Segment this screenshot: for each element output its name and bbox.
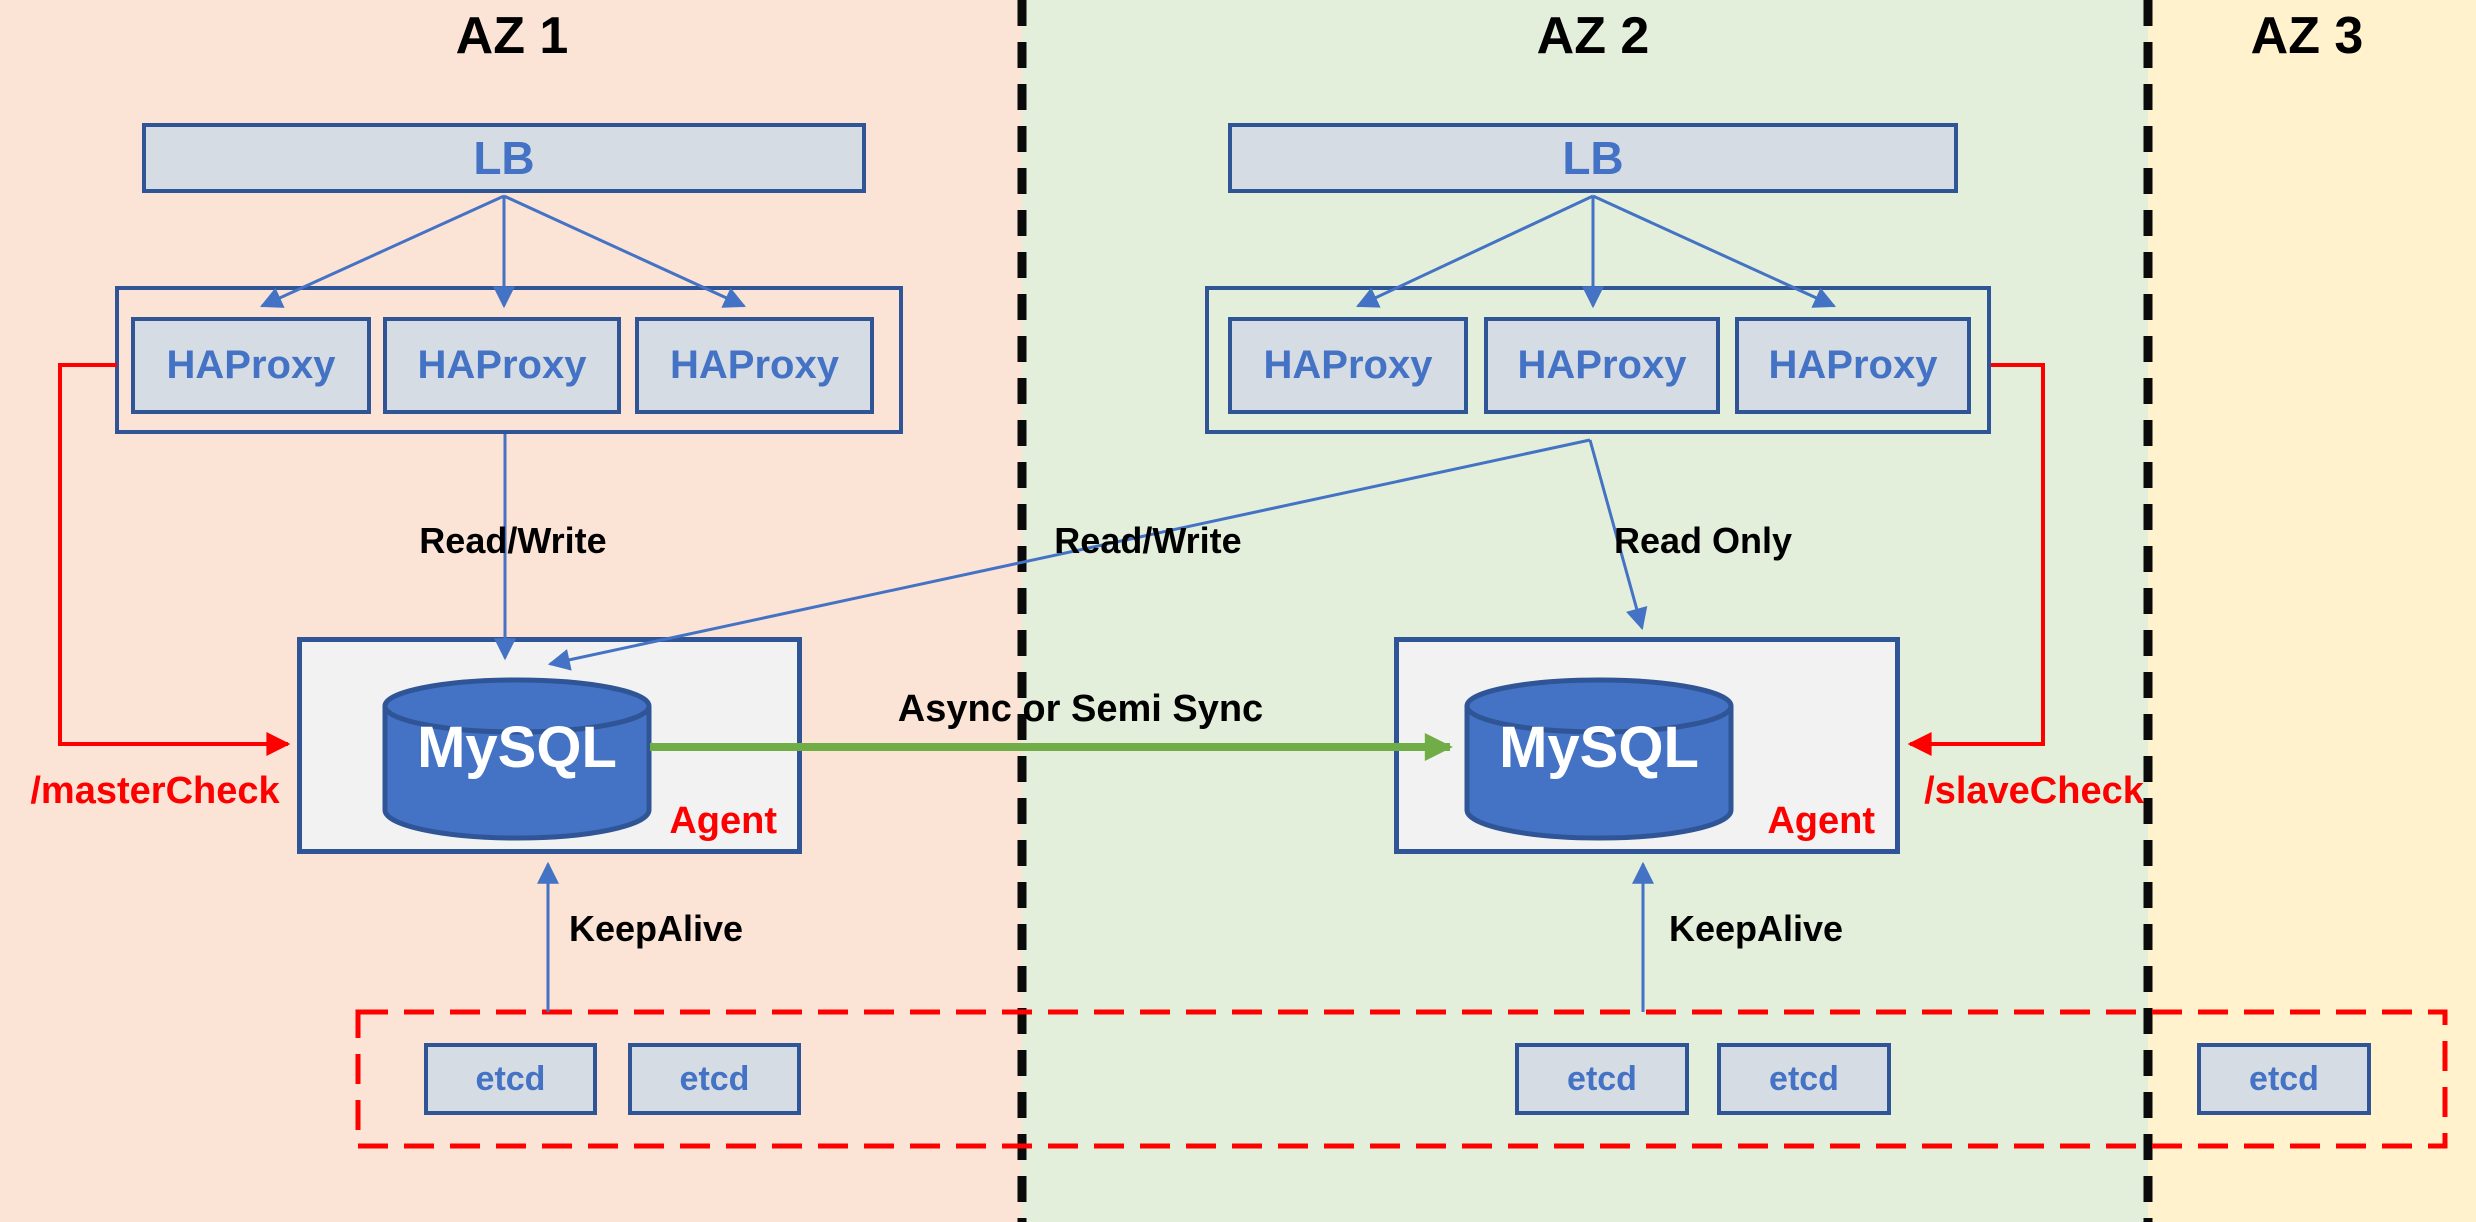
az1-read-write-label: Read/Write [419,520,607,561]
az1-agent-label: Agent [669,800,777,842]
slave-check-label: /slaveCheck [1924,770,2144,812]
az2-haproxy-node-1: HAProxy [1228,317,1468,414]
az2-haproxy-node-3: HAProxy [1735,317,1971,414]
az1-haproxy-node-1: HAProxy [131,317,371,414]
az2-haproxy-label-2: HAProxy [1517,343,1687,387]
az1-etcd-label-1: etcd [475,1059,546,1098]
az3-zone-background [2148,0,2476,1222]
az2-load-balancer-node: LB [1228,123,1958,193]
az2-etcd-label-2: etcd [1769,1059,1839,1098]
az2-read-only-label: Read Only [1613,520,1793,561]
az2-etcd-label-1: etcd [1567,1059,1637,1098]
az1-haproxy-node-2: HAProxy [383,317,621,414]
az2-title: AZ 2 [1536,7,1650,65]
az1-mysql-master-node: MySQL Agent [297,637,802,854]
az2-load-balancer-label: LB [1562,132,1624,184]
az1-haproxy-label-3: HAProxy [670,343,839,387]
az2-keepalive-label: KeepAlive [1668,908,1844,949]
az2-mysql-slave-node: MySQL Agent [1394,637,1900,854]
az1-etcd-node-1: etcd [424,1043,597,1115]
az1-etcd-label-2: etcd [679,1059,750,1098]
az2-read-write-label: Read/Write [1054,520,1242,561]
az1-haproxy-label-2: HAProxy [417,343,587,387]
az2-agent-label: Agent [1767,800,1875,842]
az1-haproxy-label-1: HAProxy [166,343,336,387]
master-check-label: /masterCheck [30,770,280,812]
az2-etcd-node-2: etcd [1717,1043,1891,1115]
az2-haproxy-label-3: HAProxy [1768,343,1938,387]
az1-mysql-label: MySQL [417,715,617,780]
az1-keepalive-label: KeepAlive [568,908,744,949]
az1-load-balancer-node: LB [142,123,866,193]
az3-etcd-label-1: etcd [2249,1059,2319,1098]
az2-mysql-label: MySQL [1499,715,1699,780]
az3-etcd-node-1: etcd [2197,1043,2371,1115]
az2-haproxy-node-2: HAProxy [1484,317,1720,414]
az1-etcd-node-2: etcd [628,1043,801,1115]
az1-mysql-cylinder-icon [382,677,652,841]
az1-title: AZ 1 [455,7,569,65]
az3-title: AZ 3 [2250,7,2364,65]
az2-haproxy-label-1: HAProxy [1263,343,1433,387]
az2-mysql-cylinder-icon [1464,677,1734,841]
replication-label: Async or Semi Sync [897,688,1264,730]
az1-load-balancer-label: LB [473,132,535,184]
az1-haproxy-node-3: HAProxy [635,317,874,414]
az2-etcd-node-1: etcd [1515,1043,1689,1115]
